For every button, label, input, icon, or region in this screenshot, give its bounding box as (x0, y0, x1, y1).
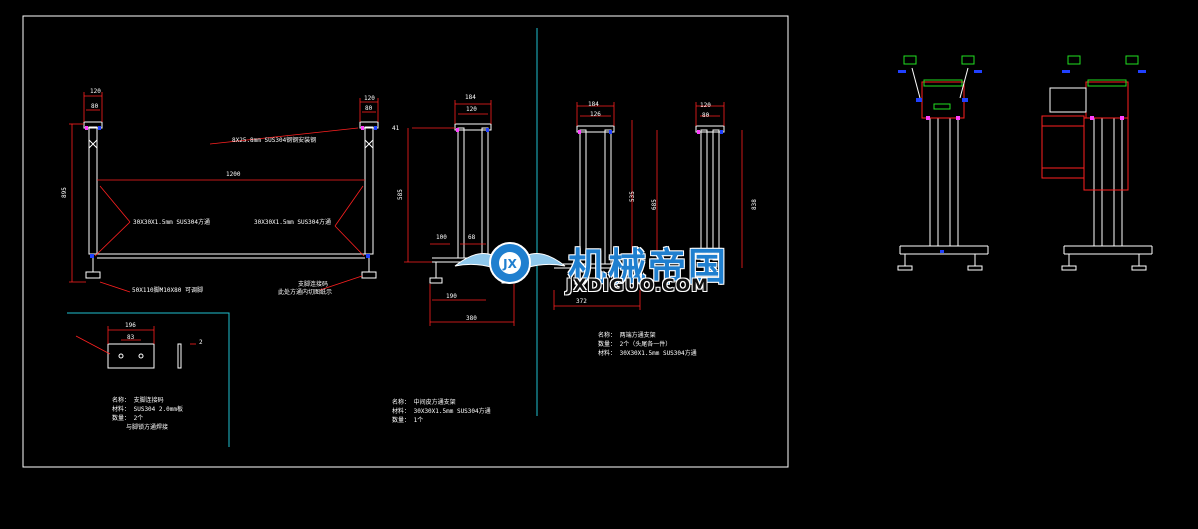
dim-label: 80 (365, 105, 373, 112)
dim-label: 184 (465, 94, 476, 101)
motor-assembly (1041, 55, 1146, 191)
annotation-bolt: 8X25.8mm SUS304钢钢安装钢 (232, 137, 317, 144)
dim-label: 2 (199, 339, 203, 346)
end-support-markers (578, 130, 723, 134)
note-line: 数量： 1个 (392, 417, 424, 424)
annotation-tube-left: 30X30X1.5mm SUS304方通 (133, 219, 211, 226)
end-support-view-b (695, 125, 725, 261)
watermark-chinese: 机械帝国 (568, 245, 729, 289)
right-side-view-1 (897, 67, 989, 271)
dim-label: 380 (466, 315, 477, 322)
front-view-markers (85, 126, 377, 258)
part-note-bracket: 名称： 支脚连接码 材料： SUS304 2.0mm板 数量： 2个 与脚锁方通… (112, 396, 183, 432)
dim-label: 372 (576, 298, 587, 305)
dim-label-height: 838 (751, 199, 758, 210)
annotation-foot: 50X110脚M10X80 可调脚 (132, 287, 203, 294)
dim-label-length: 1200 (226, 171, 241, 178)
dim-label: 80 (91, 103, 99, 110)
dim-label-height: 585 (397, 189, 404, 200)
dim-label: 68 (468, 234, 476, 241)
dim-label: 190 (446, 293, 457, 300)
dim-label: 196 (125, 322, 136, 329)
badge-text: JX (502, 257, 517, 271)
right-side-view-1-parts (898, 55, 982, 253)
note-line: 数量： 2个（头尾各一件） (598, 341, 672, 348)
dim-label: 41 (392, 125, 400, 132)
dim-label: 120 (90, 88, 101, 95)
note-line: 材料： SUS304 2.0mm板 (112, 406, 183, 413)
middle-support-dimensions (404, 100, 515, 326)
dim-label: 184 (588, 101, 599, 108)
note-line: 名称： 中间皮方通支架 (392, 399, 456, 406)
end-support-dimensions (553, 102, 743, 310)
middle-support-markers (456, 128, 489, 132)
annotation-bracket-note: 此处方通内切图纸示 (278, 289, 333, 296)
dim-label-height: 685 (651, 199, 658, 210)
bracket-detail (107, 343, 182, 369)
front-view-frame (83, 121, 379, 279)
watermark-logo: JX 机械帝国 JXDIGUO.COM (450, 228, 726, 302)
dim-label: 100 (436, 234, 447, 241)
dim-label: 120 (466, 106, 477, 113)
right-side-view-2 (1049, 81, 1153, 271)
dim-label-height: 535 (629, 191, 636, 202)
note-line: 与脚锁方通焊接 (126, 424, 169, 431)
watermark-domain: JXDIGUO.COM (566, 276, 710, 296)
note-line: 名称： 两端方通支架 (598, 332, 656, 339)
dim-label: 80 (702, 112, 710, 119)
annotation-tube-right: 30X30X1.5mm SUS304方通 (254, 219, 332, 226)
part-note-end-support: 名称： 两端方通支架 数量： 2个（头尾各一件） 材料： 30X30X1.5mm… (598, 331, 697, 358)
dim-label: 83 (127, 334, 135, 341)
dim-label: 126 (590, 111, 601, 118)
bracket-dimensions (75, 326, 196, 355)
drawing-frame (22, 15, 789, 468)
note-line: 名称： 支脚连接码 (112, 397, 164, 404)
gear-wings-icon: JX (454, 242, 566, 284)
note-line: 数量： 2个 (112, 415, 144, 422)
annotation-bracket: 支脚连接码 (298, 281, 329, 288)
dim-label-height: 895 (61, 187, 68, 198)
dim-label: 120 (700, 102, 711, 109)
dim-label: 120 (364, 95, 375, 102)
detail-box-border (67, 312, 230, 447)
front-view-dimensions (69, 92, 379, 293)
part-note-middle-support: 名称： 中间皮方通支架 材料： 30X30X1.5mm SUS304方通 数量：… (392, 398, 491, 425)
note-line: 材料： 30X30X1.5mm SUS304方通 (392, 408, 491, 415)
note-line: 材料： 30X30X1.5mm SUS304方通 (598, 350, 697, 357)
end-support-view-a (554, 125, 640, 269)
